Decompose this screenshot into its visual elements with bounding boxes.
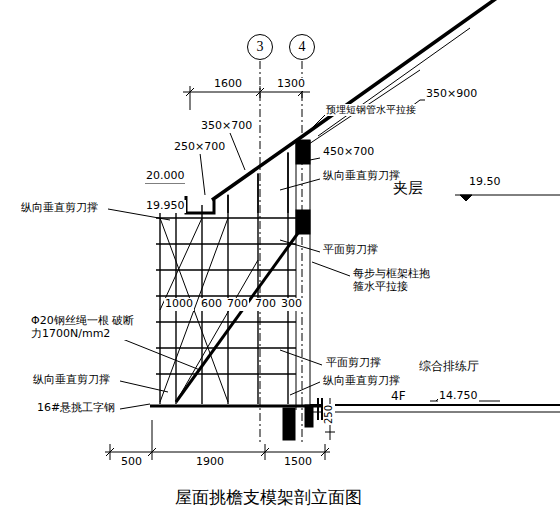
annotation: 每步与框架柱抱箍水平拉接 [352,268,434,293]
scaffold-tube [156,321,296,322]
annotation: 平面剪刀撑 [325,357,382,370]
dimension-text: 14.750 [438,390,479,403]
dimension-text: 300 [280,298,303,311]
annotation: 4F [390,390,407,404]
dimension-text: 250 [323,403,335,424]
annotation: 350×900 [425,88,478,101]
annotation: 纵向垂直剪刀撑 [20,202,99,215]
annotation: 纵向垂直剪刀撑 [322,375,401,388]
scaffold-tube [287,152,288,213]
dimension-text: 20.000 [145,170,186,183]
dimension-text: 1600 [213,78,243,91]
scaffold-tube [160,218,202,310]
scaffold-tube [156,217,296,218]
scaffold-tube [176,260,258,402]
annotation: 纵向垂直剪刀撑 [32,374,111,387]
scaffold-tube [160,218,228,402]
annotation: 平面剪刀撑 [322,244,379,257]
building-structure [150,0,560,440]
dimension-text: 1900 [195,456,225,469]
scaffold-tube [257,174,258,213]
leader-lines [108,100,470,409]
annotation: 250×700 [173,141,226,154]
annotation: 350×700 [200,120,253,133]
scaffold-tube [227,195,228,213]
scaffold-tube [287,152,288,404]
dimension-text: 19.950 [145,200,186,213]
annotation: 预埋短钢管水平拉接 [325,104,417,116]
axis-circle: 4 [289,34,315,60]
scaffold-tube [156,373,296,374]
dimension-text: 600 [200,298,223,311]
dimension-text: 1000 [164,298,194,311]
drawing-title: 屋面挑檐支模架剖立面图 [175,486,362,509]
annotation: 纵向垂直剪刀撑 [322,170,401,183]
dimension-text: 700 [254,298,277,311]
dimension-lines [105,86,335,460]
scaffold-tubes [156,70,420,404]
axis-number: 3 [257,39,264,55]
scaffold-tube [156,243,296,244]
annotation: Φ20钢丝绳一根 破断力1700N/mm2 [30,315,144,340]
dimension-text: 1300 [276,78,306,91]
dimension-text: 700 [226,298,249,311]
axis-lines [260,61,302,445]
scaffold-tube [300,70,420,150]
axis-circle: 3 [247,34,273,60]
annotation: 夹层 [392,180,424,197]
dimension-text: 19.50 [468,176,502,189]
scaffold-tube [156,269,296,270]
dimension-text: 1500 [283,456,313,469]
axis-number: 4 [299,39,306,55]
annotation: 综合排练厅 [418,360,480,374]
annotation: 16#悬挑工字钢 [36,402,116,415]
scaffold-tube [156,347,296,348]
dimension-text: 500 [120,456,143,469]
annotation: 450×700 [322,146,375,159]
scaffold-tube [160,218,228,402]
scaffold-tube [156,295,296,296]
